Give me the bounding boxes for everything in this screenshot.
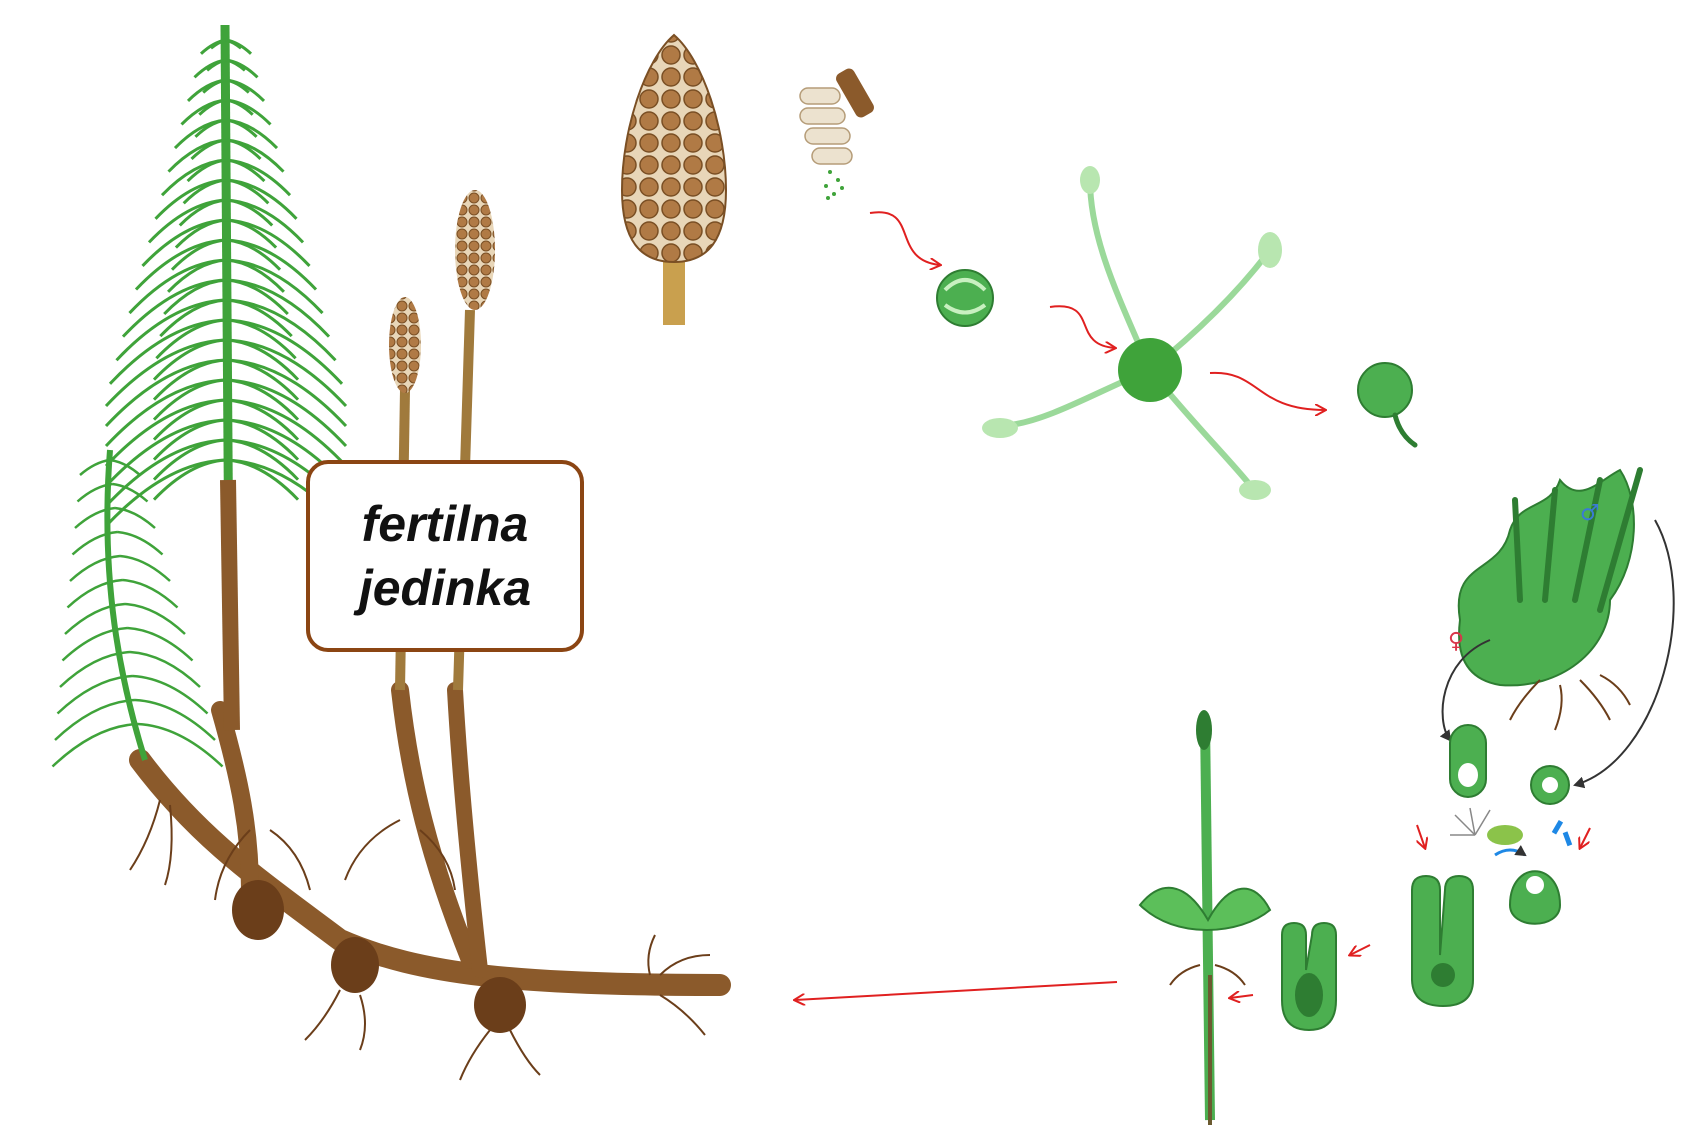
branch	[120, 556, 170, 581]
germinating-spore	[1358, 363, 1415, 445]
fertile-individual-label: fertilna jedinka	[306, 460, 584, 652]
sporangiophore	[800, 66, 876, 200]
strobilus	[622, 35, 726, 325]
branch	[130, 260, 227, 313]
branch	[226, 260, 323, 313]
spore-with-elaters	[982, 166, 1282, 500]
antheridium	[1531, 766, 1569, 804]
branch	[156, 180, 227, 219]
embryo-stage-1	[1412, 876, 1473, 1006]
young-sporophyte	[1140, 710, 1270, 1125]
branch	[118, 532, 163, 555]
branch	[80, 460, 110, 475]
embryo-stage-2	[1282, 923, 1336, 1030]
male-symbol: ♂	[1580, 501, 1600, 526]
label-line-1: fertilna	[362, 492, 529, 556]
branch	[58, 676, 133, 714]
rhizome	[130, 690, 720, 1080]
archegonium	[1450, 725, 1486, 797]
label-line-2: jedinka	[359, 556, 531, 620]
branch	[226, 180, 297, 219]
female-symbol: ♀	[1448, 629, 1464, 654]
spore	[937, 270, 993, 326]
